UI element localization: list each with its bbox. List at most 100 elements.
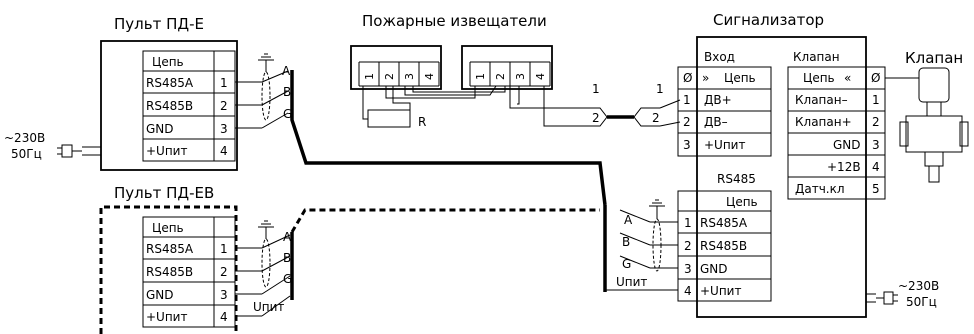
- wire-label-b: B: [622, 235, 630, 249]
- panel-pd-eb-row-rs485b: RS485B: [146, 265, 193, 279]
- signaler-valve-pin-4: 4: [872, 160, 880, 174]
- signaler-input-row-upit: +Uпит: [704, 138, 745, 152]
- double-arrow-left-icon: «: [844, 71, 851, 85]
- signaler-input-header: Вход: [704, 50, 735, 64]
- power-frequency-right: 50Гц: [906, 295, 937, 309]
- power-plug-icon: [866, 291, 898, 305]
- detector-2-pin-3: 3: [514, 73, 527, 80]
- signaler-valve-pin-2: 2: [872, 115, 880, 129]
- pair-label-2: 2: [592, 111, 600, 125]
- panel-pd-eb-pin-1: 1: [220, 242, 228, 256]
- detector-1-pin-4: 4: [423, 73, 436, 80]
- signaler-input-pin-2: 2: [683, 115, 691, 129]
- panel-pd-e-row-header: Цепь: [152, 55, 184, 69]
- signaler-valve-row-sensor: Датч.кл: [795, 182, 845, 196]
- panel-pd-e-title: Пульт ПД-Е: [114, 15, 204, 33]
- wire-label-b: B: [283, 85, 291, 99]
- detectors-title: Пожарные извещатели: [362, 12, 547, 30]
- panel-pd-eb-row-gnd: GND: [146, 288, 174, 302]
- signaler-rs485-row-a: RS485A: [700, 216, 748, 230]
- signaler-rs485-pin-4: 4: [684, 284, 692, 298]
- valve-icon: [899, 67, 969, 183]
- valve-title: Клапан: [905, 49, 963, 67]
- signaler-rs485-row-header: Цепь: [726, 195, 758, 209]
- signaler-rs485-pin-2: 2: [684, 239, 692, 253]
- detector-2: [461, 45, 553, 90]
- wire-label-g: G: [283, 272, 292, 286]
- signaler-rs485-header: RS485: [717, 172, 756, 186]
- pair-label-2-right: 2: [652, 111, 660, 125]
- signaler-rs485-row-upit: +Uпит: [700, 284, 741, 298]
- panel-pd-e-row-upit: +Uпит: [146, 144, 187, 158]
- signaler-rs485-table: [677, 190, 772, 302]
- panel-pd-e-row-rs485a: RS485A: [146, 76, 194, 90]
- panel-pd-eb-row-upit: +Uпит: [146, 310, 187, 324]
- power-voltage-left: ~230В: [4, 131, 45, 145]
- wire-label-a: A: [624, 213, 633, 227]
- wire-label-g: G: [622, 257, 631, 271]
- panel-pd-e-pin-4: 4: [220, 144, 228, 158]
- detector-1: [350, 45, 442, 90]
- power-voltage-right: ~230В: [898, 279, 939, 293]
- panel-pd-eb: Пульт ПД-ЕВ Цепь RS485A RS485B GND +Uпит…: [99, 184, 294, 334]
- resistor: [367, 109, 411, 128]
- detector-2-pin-4: 4: [534, 73, 547, 80]
- panel-pd-eb-pin-2: 2: [220, 265, 228, 279]
- panel-pd-e-terminal-table: [142, 50, 236, 162]
- power-frequency-left: 50Гц: [11, 147, 42, 161]
- power-plug-icon: [57, 144, 101, 158]
- panel-pd-eb-row-header: Цепь: [152, 221, 184, 235]
- signaler-valve-pin-3: 3: [872, 138, 880, 152]
- signaler-valve-row-plus: Клапан+: [795, 115, 852, 129]
- resistor-label: R: [418, 115, 426, 129]
- signaler-valve-pin-5: 5: [872, 182, 880, 196]
- detector-1-pin-2: 2: [383, 73, 396, 80]
- panel-pd-eb-row-rs485a: RS485A: [146, 242, 194, 256]
- signaler-rs485-row-gnd: GND: [700, 262, 728, 276]
- panel-pd-eb-pin-4: 4: [220, 310, 228, 324]
- panel-pd-eb-title: Пульт ПД-ЕВ: [114, 184, 214, 202]
- wire-label-g: G: [283, 107, 292, 121]
- panel-pd-eb-terminal-table: [142, 216, 236, 328]
- rs485-bus: [290, 70, 607, 233]
- panel-pd-eb-pin-3: 3: [220, 288, 228, 302]
- signaler-input-pin-3: 3: [683, 138, 691, 152]
- fire-detectors: Пожарные извещатели 1 2 3 4 1 2 3 4 R: [350, 12, 681, 129]
- panel-pd-e-row-rs485b: RS485B: [146, 99, 193, 113]
- wire-label-a: A: [282, 64, 291, 78]
- signaler-valve-pin-1: 1: [872, 93, 880, 107]
- panel-pd-e-pin-3: 3: [220, 122, 228, 136]
- panel-pd-e-row-gnd: GND: [146, 122, 174, 136]
- panel-pd-e: Пульт ПД-Е Цепь RS485A RS485B GND +Uпит …: [4, 15, 292, 171]
- wire-label-a: A: [283, 230, 292, 244]
- signaler-valve-row-header: Цепь: [803, 71, 835, 85]
- double-arrow-right-icon: »: [702, 71, 709, 85]
- signaler-valve-header: Клапан: [793, 50, 840, 64]
- pair-label-1: 1: [592, 82, 600, 96]
- wire-label-b: B: [283, 251, 291, 265]
- signaler-input-pin-1: 1: [683, 93, 691, 107]
- signaler-rs485-row-b: RS485B: [700, 239, 747, 253]
- signaler-input-pin-0: Ø: [683, 71, 692, 85]
- panel-pd-e-pin-1: 1: [220, 76, 228, 90]
- signaler-rs485-pin-3: 3: [684, 262, 692, 276]
- signaler-input-row-dv-minus: ДВ–: [704, 115, 728, 129]
- signaler-valve-row-minus: Клапан–: [795, 93, 848, 107]
- signaler-input-row-dv-plus: ДВ+: [704, 93, 732, 107]
- detector-2-pin-2: 2: [494, 73, 507, 80]
- shield-icon: [261, 71, 271, 121]
- detector-1-pin-1: 1: [363, 73, 376, 80]
- shield-icon: [261, 238, 271, 288]
- wire-label-upit: Uпит: [253, 300, 284, 314]
- signaler-valve-pin-0: Ø: [871, 71, 880, 85]
- pair-label-1-right: 1: [656, 82, 664, 96]
- signaler-valve-row-gnd: GND: [833, 138, 861, 152]
- signaler-rs485-pin-1: 1: [684, 216, 692, 230]
- signaler-title: Сигнализатор: [713, 11, 824, 29]
- signaler: Сигнализатор Вход Ø 1 2 3 » Цепь ДВ+ ДВ–…: [603, 11, 939, 318]
- valve: Клапан: [885, 49, 969, 183]
- detector-2-pin-1: 1: [474, 73, 487, 80]
- wire-label-upit: Uпит: [616, 275, 647, 289]
- detector-1-pin-3: 3: [403, 73, 416, 80]
